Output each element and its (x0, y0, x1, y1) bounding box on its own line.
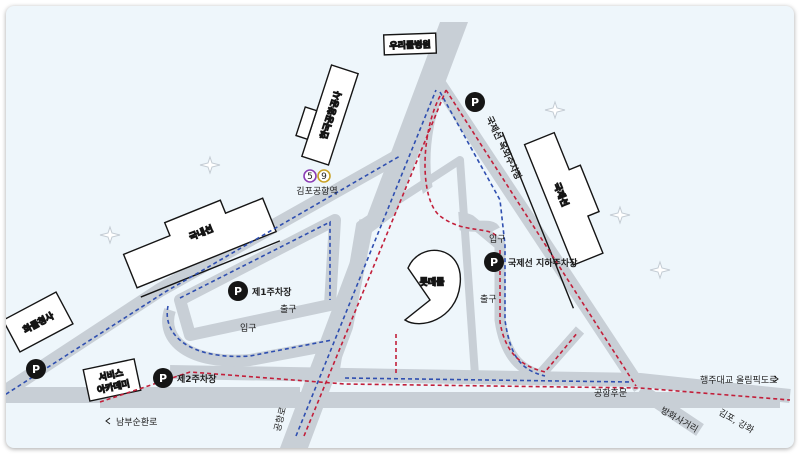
airport-rear-label: 공항후문 (594, 388, 627, 399)
building-domestic: 국내선 (122, 197, 281, 298)
entrance-label: 입구 (240, 322, 257, 334)
building-uri: 우리들병원 (382, 32, 438, 56)
airplane-icon (649, 260, 671, 280)
airport-road-label: 공항로 (272, 406, 289, 433)
parking-icon: P (228, 281, 248, 301)
building-uri-label: 우리들병원 (389, 39, 431, 51)
parking-icon: P (465, 92, 485, 112)
subway-line-icon (317, 169, 331, 183)
airplane-icon (544, 100, 566, 120)
airport-parking-map: 한국공항공사 우리들병원 국내선 국제선 화물청사 서비스 아카데미 (6, 6, 794, 448)
subway-line-icon (303, 169, 317, 183)
airplane-icon (199, 155, 221, 175)
lot2-label: 제2주차장 (177, 373, 217, 385)
building-lotte-label: 롯데몰 (420, 277, 445, 288)
parking-icon: P (26, 359, 46, 379)
arrow-left-icon (105, 417, 111, 425)
outbound-route (6, 89, 631, 437)
svg-text:P: P (471, 96, 479, 109)
road-east-diagonal (434, 81, 646, 392)
intl-underground-label: 국제선 지하주차장 (508, 257, 578, 269)
building-korea-airports: 한국공항공사 (295, 64, 360, 166)
exit-label: 출구 (280, 304, 297, 315)
road-banghwa-branch (636, 384, 704, 436)
svg-text:P: P (234, 285, 242, 298)
building-lotte: 롯데몰 (403, 249, 461, 325)
subway-station: 5 9 김포공항역 (296, 169, 338, 197)
airplane-icon (609, 205, 631, 225)
line9-label: 9 (321, 172, 327, 182)
svg-text:P: P (490, 256, 498, 269)
gimpo-ganghwa-label: 김포, 강화 (717, 406, 757, 436)
airplanes (99, 100, 671, 280)
arrow-right-icon (773, 375, 779, 383)
svg-text:P: P (32, 363, 40, 376)
airplane-icon (99, 225, 121, 245)
map-canvas: 한국공항공사 우리들병원 국내선 국제선 화물청사 서비스 아카데미 (6, 22, 791, 448)
parking-icon: P (153, 368, 173, 388)
parking-icon: P (484, 252, 504, 272)
station-name: 김포공항역 (296, 185, 337, 197)
building-academy: 서비스 아카데미 (82, 358, 142, 402)
line5-label: 5 (307, 172, 313, 182)
haengju-label: 행주대교 올림픽도로 (700, 374, 777, 386)
exit-label: 출구 (480, 294, 497, 305)
entrance-label: 입구 (489, 233, 506, 245)
road-lot1-loop (174, 214, 341, 341)
lot1-label: 제1주차장 (252, 286, 292, 298)
svg-text:P: P (159, 372, 167, 385)
building-cargo: 화물청사 (6, 291, 74, 353)
building-international: 국제선 (501, 131, 604, 309)
nambu-label: 남부순환로 (116, 416, 157, 428)
